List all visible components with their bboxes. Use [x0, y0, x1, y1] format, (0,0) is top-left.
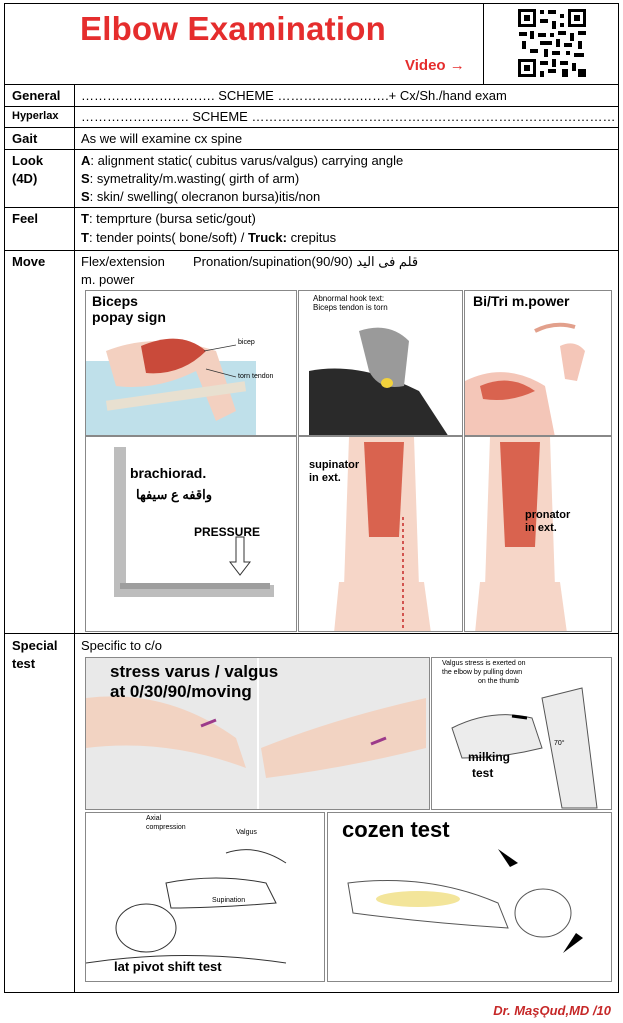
move-line-1b: Pronation/supination(90/90) قلم فى اليد: [193, 254, 419, 269]
label-special-test: test: [12, 656, 36, 671]
figure-milking-test: Valgus stress is exerted on the elbow by…: [431, 657, 612, 810]
stress-test-illustration: [86, 658, 426, 809]
feel-key: T: [81, 211, 89, 226]
figure-bitri-power: Bi/Tri m.power: [464, 290, 612, 436]
column-divider: [74, 84, 75, 993]
label-feel: Feel: [12, 211, 39, 226]
general-text: …………………………. SCHEME ……………….…….+ Cx/Sh./ha…: [81, 88, 507, 103]
qr-code-icon[interactable]: [516, 7, 588, 79]
footer-author: Dr. MaşǪud,MD /10: [493, 1003, 611, 1018]
biceps-title: Biceps: [92, 293, 138, 309]
qr-cell: [483, 3, 619, 84]
figure-cozen-test: cozen test: [327, 812, 612, 982]
milking-note-1: Valgus stress is exerted on: [442, 660, 526, 667]
pronator-illustration: [475, 437, 567, 631]
label-look: Look: [12, 153, 44, 168]
row-divider: [4, 84, 619, 85]
milking-caption-2: test: [472, 766, 494, 780]
supinator-caption-2: in ext.: [309, 472, 341, 484]
pivot-label-supination: Supination: [212, 897, 246, 904]
stress-caption-1: stress varus / valgus: [110, 662, 279, 681]
look-line-1: A: alignment static( cubitus varus/valgu…: [81, 153, 403, 168]
brachioradialis-illustration: [114, 447, 274, 597]
pivot-label-compression: compression: [146, 824, 186, 831]
feel-text: : temprture (bursa setic/gout): [88, 211, 256, 226]
look-line-2: S: symetrality/m.wasting( girth of arm): [81, 171, 299, 186]
brachio-caption: brachiorad.: [130, 465, 207, 481]
label-look-4d: (4D): [12, 171, 38, 186]
hook-caption-2: Biceps tendon is torn: [313, 303, 388, 312]
cozen-test-illustration: [347, 849, 583, 953]
move-line-1a: Flex/extension: [81, 254, 165, 269]
figure-supinator: supinator in ext.: [298, 436, 463, 632]
bitri-illustration: [465, 322, 585, 435]
look-text: : alignment static( cubitus varus/valgus…: [90, 153, 404, 168]
biceps-subtitle: popay sign: [92, 309, 166, 325]
look-key: S: [81, 171, 90, 186]
biceps-illustration: [86, 338, 256, 435]
look-text: : symetrality/m.wasting( girth of arm): [89, 171, 300, 186]
milking-angle: 70°: [554, 740, 565, 747]
look-key: A: [81, 153, 91, 168]
biceps-label-torn: torn tendon: [238, 373, 274, 380]
feel-key: T: [81, 230, 89, 245]
gait-text: As we will examine cx spine: [81, 131, 243, 146]
pivot-shift-illustration: [86, 849, 287, 964]
cozen-caption: cozen test: [342, 817, 450, 842]
feel-text-crepitus: crepitus: [286, 230, 337, 245]
milking-note-2: the elbow by pulling down: [442, 669, 523, 676]
supinator-caption-1: supinator: [309, 459, 360, 471]
row-divider: [4, 250, 619, 251]
pivot-label-axial: Axial: [146, 815, 162, 822]
feel-line-2: T: tender points( bone/soft) / Truck: cr…: [81, 230, 336, 245]
feel-key-truck: Truck:: [247, 230, 287, 245]
figure-pivot-shift: Axial compression Valgus Supination lat …: [85, 812, 325, 982]
bitri-caption: Bi/Tri m.power: [473, 293, 570, 309]
special-line-1: Specific to c/o: [81, 638, 162, 653]
row-divider: [4, 633, 619, 634]
hook-test-illustration: [309, 327, 448, 435]
feel-line-1: T: temprture (bursa setic/gout): [81, 211, 256, 226]
row-divider: [4, 127, 619, 128]
document-frame: [4, 3, 619, 993]
label-move: Move: [12, 254, 46, 269]
hyperlax-text: ……………………. SCHEME ………………………………………………………………: [81, 109, 616, 124]
pivot-caption: lat pivot shift test: [114, 959, 222, 974]
video-link[interactable]: Video →: [405, 57, 465, 74]
biceps-label-bicep: bicep: [238, 339, 255, 346]
figure-stress-test: stress varus / valgus at 0/30/90/moving: [85, 657, 430, 810]
brachio-pressure: PRESSURE: [194, 525, 261, 539]
milking-caption-1: milking: [468, 750, 511, 764]
row-divider: [4, 149, 619, 150]
label-hyperlax: Hyperlax: [12, 110, 59, 122]
pivot-label-valgus: Valgus: [236, 829, 257, 836]
figure-biceps: Biceps popay sign bicep torn tendon: [85, 290, 297, 436]
look-key: S: [81, 189, 90, 204]
figure-brachioradialis: brachiorad. واقفه ع سيفها PRESSURE: [85, 436, 297, 632]
look-line-3: S: skin/ swelling( olecranon bursa)itis/…: [81, 189, 320, 204]
stress-caption-2: at 0/30/90/moving: [110, 682, 252, 701]
move-line-2: m. power: [81, 272, 135, 287]
pronator-caption-2: in ext.: [525, 522, 557, 534]
supinator-illustration: [334, 437, 431, 631]
pronator-caption-1: pronator: [525, 509, 571, 521]
row-divider: [4, 207, 619, 208]
label-gait: Gait: [12, 131, 38, 146]
figure-pronator: pronator in ext.: [464, 436, 612, 632]
look-text: : skin/ swelling( olecranon bursa)itis/n…: [89, 189, 321, 204]
row-divider: [4, 106, 619, 107]
brachio-arabic: واقفه ع سيفها: [136, 487, 212, 502]
label-special: Special: [12, 638, 58, 653]
milking-note-3: on the thumb: [478, 678, 519, 685]
figure-hook-test: Abnormal hook text: Biceps tendon is tor…: [298, 290, 463, 436]
milking-test-illustration: [451, 687, 598, 809]
page-title: Elbow Examination: [80, 10, 386, 47]
hook-caption-1: Abnormal hook text:: [313, 294, 385, 303]
label-general: General: [12, 88, 61, 103]
feel-text: : tender points( bone/soft) /: [88, 230, 248, 245]
